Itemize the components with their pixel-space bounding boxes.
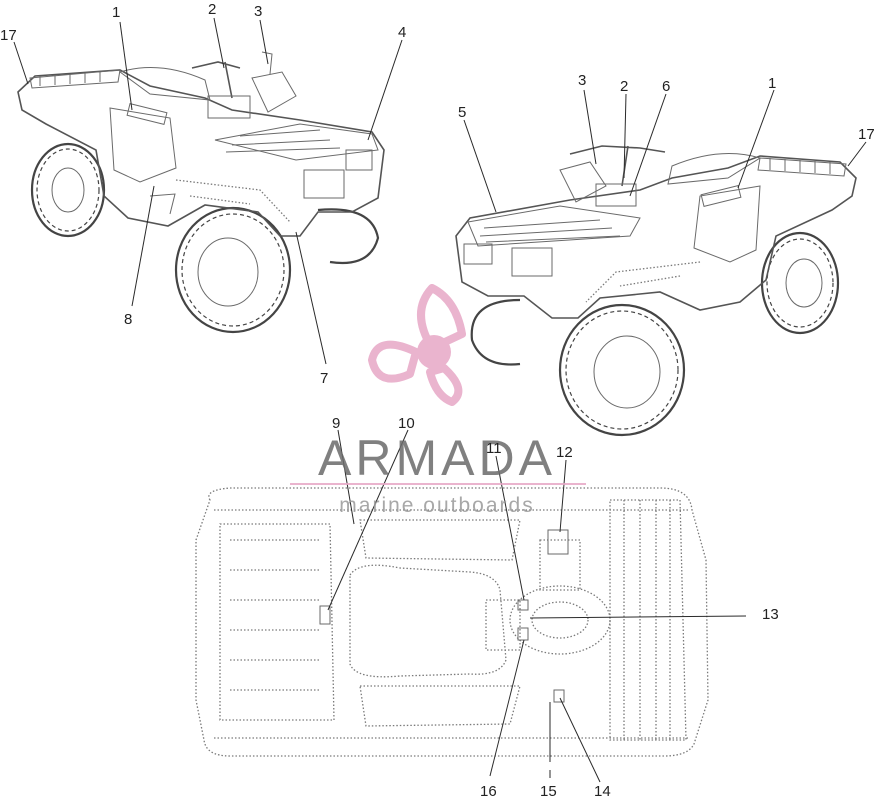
- callout-4: 4: [398, 24, 406, 41]
- propeller-blade-left: [368, 340, 420, 383]
- callout-13: 13: [762, 606, 779, 623]
- callout-10: 10: [398, 415, 415, 432]
- propeller-logo-icon: [368, 284, 466, 406]
- armada-watermark: ARMADA marine outboards: [290, 284, 586, 517]
- callout-17-right: 17: [858, 126, 875, 143]
- callout-11: 11: [486, 440, 502, 457]
- propeller-blade-right: [426, 364, 463, 406]
- callout-1-right: 1: [768, 75, 776, 92]
- atv-top-view: [195, 487, 709, 757]
- callout-17-left: 17: [0, 27, 17, 44]
- watermark-tagline: marine outboards: [339, 494, 534, 517]
- leader-lines: [13, 17, 867, 783]
- callout-16: 16: [480, 783, 497, 797]
- callout-12: 12: [556, 444, 573, 461]
- callout-3-right: 3: [578, 72, 586, 89]
- callout-15: 15: [540, 783, 557, 797]
- propeller-blade-top: [417, 284, 466, 352]
- callout-14: 14: [594, 783, 611, 797]
- propeller-hub: [417, 335, 451, 369]
- callout-2-right: 2: [620, 78, 628, 95]
- callout-5: 5: [458, 104, 466, 121]
- atv-left-view: [17, 51, 385, 334]
- callout-7: 7: [320, 370, 328, 387]
- callout-9: 9: [332, 415, 340, 432]
- watermark-brand: ARMADA: [318, 430, 556, 486]
- callout-8: 8: [124, 311, 132, 328]
- callout-2-left: 2: [208, 1, 216, 18]
- callout-6: 6: [662, 78, 670, 95]
- callout-1-left: 1: [112, 4, 120, 21]
- callout-3-left: 3: [254, 3, 262, 20]
- atv-right-view: [455, 145, 857, 437]
